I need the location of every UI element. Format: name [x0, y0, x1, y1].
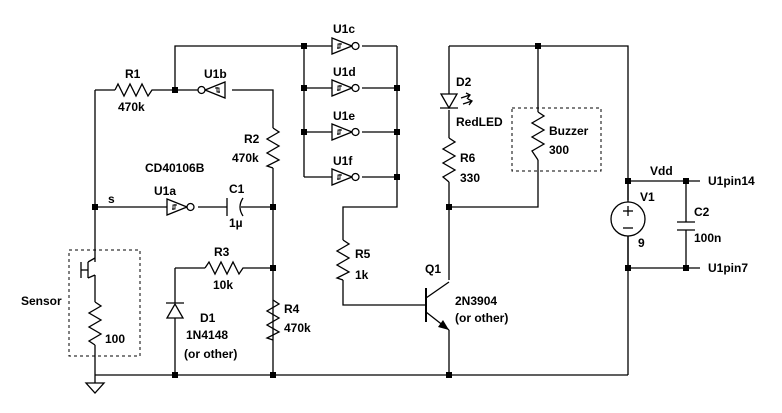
resistor-r6: R6 330: [441, 137, 480, 185]
svg-text:Buzzer: Buzzer: [549, 124, 589, 138]
svg-text:470k: 470k: [118, 100, 145, 114]
svg-text:Q1: Q1: [425, 262, 441, 276]
svg-text:U1b: U1b: [204, 67, 227, 81]
ground-icon: [84, 382, 106, 394]
svg-text:300: 300: [549, 143, 569, 157]
node-s-label: s: [108, 192, 115, 206]
inverter-u1d: U1d: [331, 65, 360, 97]
svg-text:D1: D1: [200, 311, 216, 325]
inverter-u1c: U1c: [331, 22, 360, 55]
svg-text:(or other): (or other): [455, 311, 508, 325]
svg-text:V1: V1: [640, 190, 655, 204]
capacitor-c2: C2 100n: [677, 205, 721, 245]
svg-text:U1c: U1c: [333, 22, 355, 36]
resistor-buzzer: [530, 111, 546, 161]
resistor-r3: R3 10k: [204, 245, 245, 292]
resistor-sensor: [87, 301, 103, 346]
svg-text:RedLED: RedLED: [456, 115, 503, 129]
transistor-q1: Q1 2N3904 (or other): [425, 262, 508, 331]
svg-text:330: 330: [460, 171, 480, 185]
inverter-u1b: U1b: [197, 67, 227, 99]
ic-label: CD40106B: [145, 161, 205, 175]
svg-text:R6: R6: [460, 151, 476, 165]
svg-text:1N4148: 1N4148: [186, 328, 228, 342]
svg-text:(or other): (or other): [184, 347, 237, 361]
svg-text:R4: R4: [284, 302, 300, 316]
resistor-r1: R1 470k: [114, 67, 155, 114]
inverter-u1f: U1f: [331, 154, 360, 186]
svg-text:9: 9: [638, 236, 645, 250]
sensor: Sensor 100: [21, 249, 141, 357]
vdd-label: Vdd: [650, 164, 673, 178]
pin14-label: U1pin14: [708, 174, 755, 188]
svg-text:C1: C1: [229, 182, 245, 196]
svg-text:U1f: U1f: [333, 154, 353, 168]
capacitor-c1: C1 1µ: [226, 182, 245, 230]
wires: [94, 45, 700, 383]
svg-text:R5: R5: [355, 247, 371, 261]
svg-text:1µ: 1µ: [229, 216, 243, 230]
svg-text:D2: D2: [456, 75, 472, 89]
voltage-source-v1: V1 9: [610, 190, 655, 268]
svg-text:U1a: U1a: [154, 184, 176, 198]
svg-text:Sensor: Sensor: [21, 294, 62, 308]
resistor-r5: R5 1k: [335, 239, 371, 282]
svg-text:R1: R1: [125, 67, 141, 81]
inverter-u1a: U1a: [154, 184, 195, 216]
svg-text:R2: R2: [244, 132, 260, 146]
svg-text:470k: 470k: [232, 151, 259, 165]
svg-text:U1d: U1d: [333, 65, 356, 79]
led-d2: D2 RedLED: [439, 75, 503, 129]
svg-text:100: 100: [105, 332, 125, 346]
buzzer: Buzzer 300: [511, 107, 602, 172]
svg-text:10k: 10k: [213, 278, 233, 292]
svg-text:470k: 470k: [284, 321, 311, 335]
pin7-label: U1pin7: [708, 261, 748, 275]
resistor-r4: R4 470k: [265, 299, 311, 341]
svg-text:U1e: U1e: [333, 109, 355, 123]
svg-text:2N3904: 2N3904: [455, 294, 497, 308]
inverter-u1e: U1e: [331, 109, 360, 141]
junction-dots: [92, 43, 689, 378]
svg-text:C2: C2: [694, 205, 710, 219]
svg-text:100n: 100n: [694, 231, 721, 245]
diode-d1: D1 1N4148 (or other): [165, 300, 237, 361]
svg-text:1k: 1k: [355, 268, 369, 282]
resistor-r2: R2 470k: [232, 127, 281, 169]
svg-text:R3: R3: [214, 245, 230, 259]
